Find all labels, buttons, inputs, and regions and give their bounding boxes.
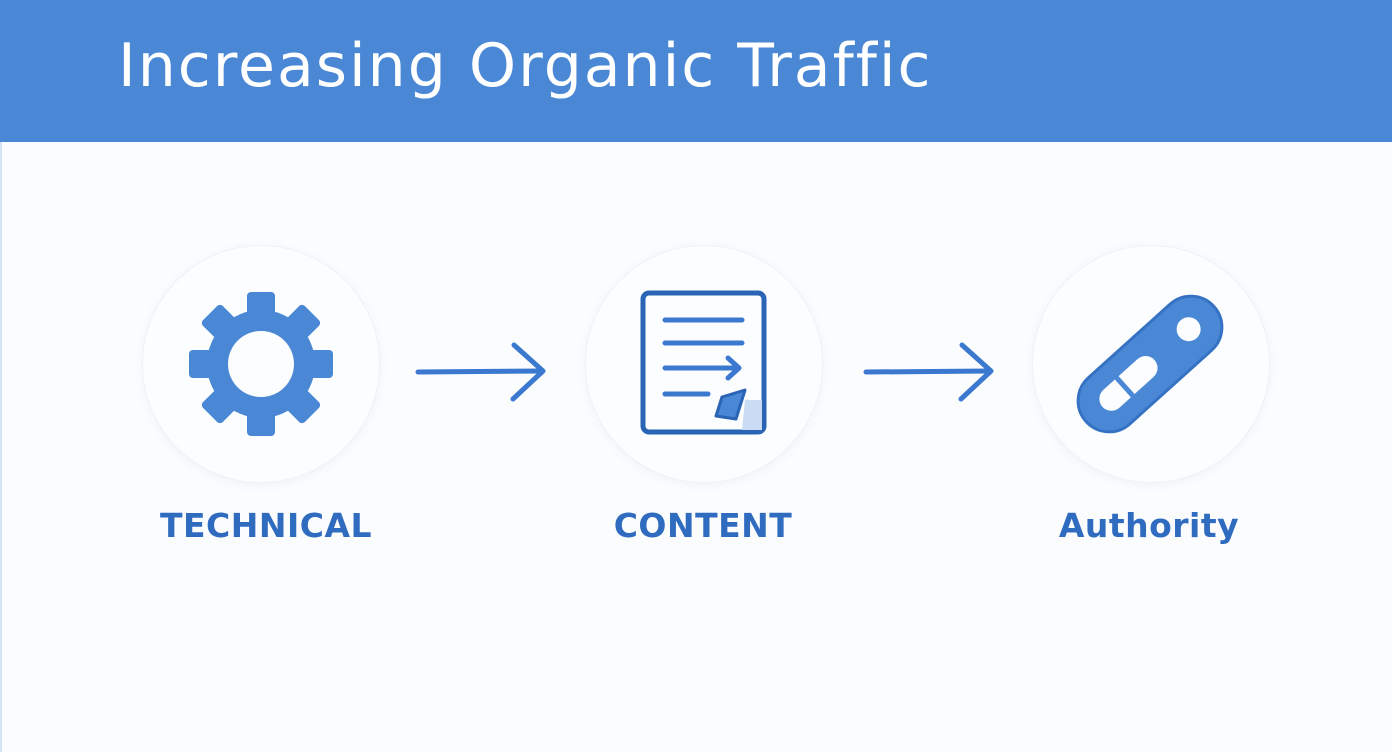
arrow-right-icon: [415, 342, 546, 402]
arrow-right-icon: [863, 342, 994, 402]
document-icon: [640, 290, 767, 435]
gear-icon: [189, 292, 333, 436]
step-label-authority: Authority: [1058, 506, 1240, 545]
page-title: Increasing Organic Traffic: [118, 31, 933, 101]
step-label-technical: TECHNICAL: [159, 506, 373, 545]
link-icon: [1076, 294, 1224, 434]
step-technical: [143, 246, 379, 482]
frame-border: [0, 142, 2, 752]
step-label-content: CONTENT: [613, 506, 793, 545]
step-authority: [1033, 246, 1269, 482]
header-banner: Increasing Organic Traffic: [0, 0, 1392, 142]
step-content: [586, 246, 822, 482]
